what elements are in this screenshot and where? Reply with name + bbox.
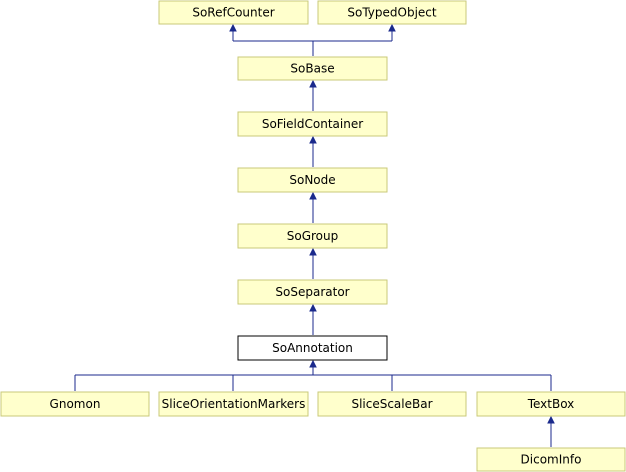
edge-sobase-to-parents xyxy=(229,23,396,56)
arrowhead xyxy=(309,191,317,200)
node-label: SoBase xyxy=(290,62,334,76)
arrowhead xyxy=(547,415,555,424)
edge-dicominfo-to-textbox xyxy=(547,415,555,447)
edge-children-to-soannotation xyxy=(74,359,552,391)
node-sofieldcontainer[interactable]: SoFieldContainer xyxy=(237,111,388,137)
arrowhead xyxy=(309,135,317,144)
node-sotypedobject[interactable]: SoTypedObject xyxy=(317,0,467,25)
node-label: SoTypedObject xyxy=(347,6,437,20)
node-sogroup[interactable]: SoGroup xyxy=(237,223,388,249)
node-sliceorientationmarkers[interactable]: SliceOrientationMarkers xyxy=(158,391,309,417)
node-label: SoNode xyxy=(289,173,335,187)
edge-sogroup-to-sonode xyxy=(309,191,317,223)
node-soseparator[interactable]: SoSeparator xyxy=(237,279,388,305)
node-label: SoFieldContainer xyxy=(262,117,363,131)
arrowhead xyxy=(309,247,317,256)
node-sorefcounter[interactable]: SoRefCounter xyxy=(158,0,309,25)
node-label: SoSeparator xyxy=(275,285,349,299)
arrowhead xyxy=(229,23,237,32)
arrowhead xyxy=(309,79,317,88)
node-soannotation[interactable]: SoAnnotation xyxy=(237,335,388,361)
node-sobase[interactable]: SoBase xyxy=(237,56,388,81)
node-sonode[interactable]: SoNode xyxy=(237,167,388,193)
edge-soannotation-to-soseparator xyxy=(309,303,317,335)
edge-sofieldcontainer-to-sobase xyxy=(309,79,317,111)
edge-sonode-to-sofieldcontainer xyxy=(309,135,317,167)
node-label: SliceOrientationMarkers xyxy=(162,397,306,411)
node-slicescalebar[interactable]: SliceScaleBar xyxy=(317,391,467,417)
edge-soseparator-to-sogroup xyxy=(309,247,317,279)
node-textbox[interactable]: TextBox xyxy=(476,391,626,417)
node-label: TextBox xyxy=(527,397,575,411)
node-label: SoAnnotation xyxy=(272,341,353,355)
node-label: DicomInfo xyxy=(521,453,582,467)
arrowhead xyxy=(309,359,317,368)
arrowhead xyxy=(388,23,396,32)
node-label: SoGroup xyxy=(287,229,339,243)
node-dicominfo[interactable]: DicomInfo xyxy=(476,447,626,472)
node-gnomon[interactable]: Gnomon xyxy=(0,391,150,417)
arrowhead xyxy=(309,303,317,312)
node-label: Gnomon xyxy=(50,397,101,411)
node-label: SliceScaleBar xyxy=(351,397,432,411)
node-label: SoRefCounter xyxy=(192,6,274,20)
